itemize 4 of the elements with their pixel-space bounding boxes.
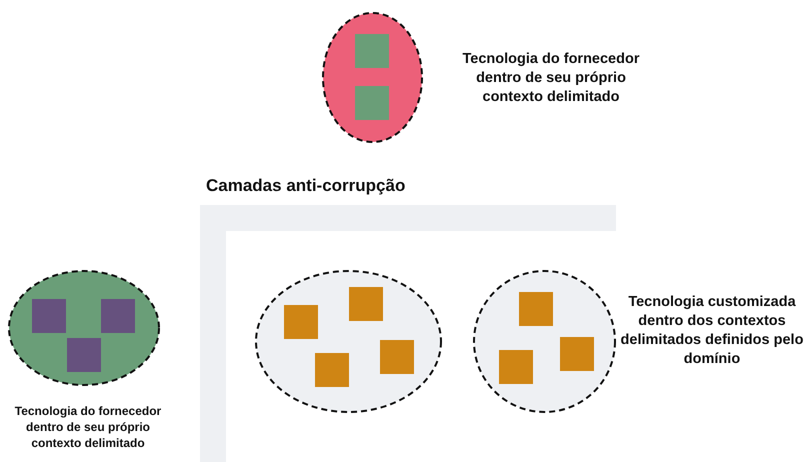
context-caption: Tecnologia customizada dentro dos contextos delimitados definidos pelo domínio	[620, 293, 804, 369]
layer-heading: Camadas anti-corrupção	[206, 175, 406, 197]
context-caption: Tecnologia do fornecedor dentro de seu próprio contexto delimitado	[14, 403, 162, 451]
context-caption: Tecnologia do fornecedor dentro de seu próprio contexto delimitado	[462, 50, 640, 107]
